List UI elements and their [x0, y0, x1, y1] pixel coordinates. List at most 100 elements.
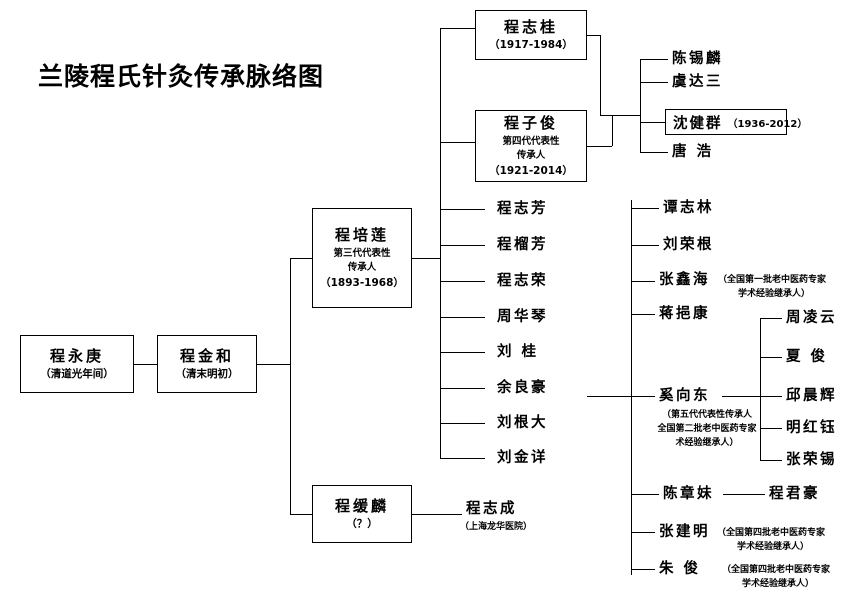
leaf-liu-gui[interactable]: 刘 桂	[497, 344, 539, 360]
leaf-zhu-jun[interactable]: 朱 俊	[659, 561, 701, 577]
leaf-ming-hongyu[interactable]: 明红钰	[786, 420, 837, 436]
connector-disciple-tanghao	[640, 152, 668, 153]
connector-bus-peilian	[290, 258, 312, 259]
node-box-cheng-peilian[interactable]: 程培莲 第三代代表性 传承人 （1893-1968）	[312, 208, 412, 308]
connector-xd-minghongyu	[760, 428, 782, 429]
connector-gen5-zhangxinhai	[631, 281, 655, 282]
connector-chenzhangmei-chengjunhao	[723, 494, 765, 495]
connector-peilian-bus	[412, 258, 440, 259]
note-zhu-jun-line1: （全国第四批老中医药专家	[722, 565, 831, 575]
connector-child-1	[440, 245, 485, 246]
connector-child-0	[440, 209, 485, 210]
connector-peilian-zhigui	[440, 28, 475, 29]
node-years: （1893-1968）	[320, 276, 404, 289]
leaf-zhang-xinhai[interactable]: 张鑫海	[659, 272, 710, 288]
connector-merge-disciplebus	[600, 115, 640, 116]
connector-gen5-chenzhangmei	[631, 494, 659, 495]
node-box-cheng-zijun[interactable]: 程子俊 第四代代表性 传承人 （1921-2014）	[475, 110, 587, 182]
leaf-tang-hao[interactable]: 唐 浩	[672, 144, 714, 160]
connector-gen1-gen2	[134, 364, 157, 365]
node-role-line2: 传承人	[347, 261, 377, 273]
leaf-zhou-huaqin[interactable]: 周华琴	[497, 309, 548, 325]
node-role-line2: 传承人	[516, 149, 546, 161]
leaf-cheng-zhifang[interactable]: 程志芳	[497, 201, 548, 217]
node-years: （1936-2012）	[727, 118, 808, 130]
bus-vertical-peilian	[440, 28, 441, 458]
node-name: 程培莲	[334, 226, 389, 245]
node-box-cheng-jinhe[interactable]: 程金和 （清末明初）	[157, 335, 257, 393]
connector-child-3	[440, 317, 485, 318]
connector-huanlin-zhicheng	[412, 514, 462, 515]
connector-gen2-bus	[257, 364, 290, 365]
leaf-zhang-jianming[interactable]: 张建明	[659, 524, 710, 540]
leaf-cheng-junhao[interactable]: 程君豪	[769, 486, 820, 502]
leaf-yu-dasan[interactable]: 虞达三	[672, 74, 723, 90]
leaf-tan-zhilin[interactable]: 谭志林	[663, 200, 714, 216]
connector-zijun-merge-lower	[587, 146, 612, 147]
connector-disciple-shenjianqun	[640, 122, 665, 123]
node-era: （？）	[346, 517, 378, 530]
leaf-zhou-lingyun[interactable]: 周凌云	[786, 310, 837, 326]
note-zhu-jun-line2: 学术经验继承人）	[742, 579, 815, 589]
bus-vertical-gen4-disciples	[640, 59, 641, 152]
node-era: （清道光年间）	[40, 367, 114, 380]
connector-peilian-zijun	[440, 142, 475, 143]
page-title: 兰陵程氏针灸传承脉络图	[38, 62, 325, 91]
node-years: （1917-1984）	[489, 38, 573, 51]
leaf-liu-rongen[interactable]: 刘荣根	[663, 237, 714, 253]
leaf-xia-jun[interactable]: 夏 俊	[786, 349, 828, 365]
leaf-cheng-zhirong[interactable]: 程志荣	[497, 273, 548, 289]
connector-gen5-zhangjianming	[631, 532, 655, 533]
node-box-cheng-zhigui[interactable]: 程志桂 （1917-1984）	[475, 10, 587, 60]
node-name: 程缓麟	[334, 497, 389, 516]
node-box-cheng-huanlin[interactable]: 程缓麟 （？）	[312, 485, 412, 543]
leaf-cheng-zhicheng[interactable]: 程志成	[466, 501, 517, 517]
node-name: 沈健群	[673, 115, 723, 132]
node-box-cheng-yonggeng[interactable]: 程永庚 （清道光年间）	[20, 335, 134, 393]
bus-vertical-gen5	[631, 200, 632, 575]
note-zhang-jianming-line2: 学术经验继承人）	[737, 542, 810, 552]
connector-xd-zhoulingyun	[760, 318, 782, 319]
leaf-xi-xiangdong[interactable]: 奚向东	[659, 388, 710, 404]
connector-child-7	[440, 458, 485, 459]
bus-vertical-gen2	[290, 258, 291, 514]
connector-gen5-zhujun	[631, 569, 655, 570]
node-name: 程子俊	[503, 114, 558, 133]
connector-gen5-jiangyikang	[631, 314, 655, 315]
leaf-zhang-rongxi[interactable]: 张荣锡	[786, 452, 837, 468]
leaf-chen-xilin[interactable]: 陈锡麟	[672, 51, 723, 67]
connector-xd-xiajun	[760, 357, 782, 358]
leaf-jiang-yikang[interactable]: 蒋挹康	[659, 306, 710, 322]
leaf-qiu-chenhui[interactable]: 邱晨辉	[786, 388, 837, 404]
note-zhang-jianming-line1: （全国第四批老中医药专家	[717, 528, 826, 538]
connector-disciple-chenxilin	[640, 59, 668, 60]
node-role-line1: 第三代代表性	[333, 248, 391, 260]
merge-vertical-gen4	[600, 35, 601, 115]
node-box-shen-jianqun[interactable]: 沈健群 （1936-2012）	[665, 109, 807, 135]
note-xi-xiangdong-line2: 全国第二批老中医药专家	[657, 424, 757, 434]
connector-zijun-gen5bus	[587, 396, 631, 397]
bus-vertical-xiangdong	[760, 318, 761, 460]
leaf-yu-lianghao[interactable]: 余良豪	[497, 380, 548, 396]
connector-bus-huanlin	[290, 514, 312, 515]
connector-child-5	[440, 388, 485, 389]
connector-child-4	[440, 352, 485, 353]
leaf-cheng-liufang[interactable]: 程榴芳	[497, 237, 548, 253]
note-zhang-xinhai-line1: （全国第一批老中医药专家	[718, 275, 827, 285]
connector-gen5-xixiangdong	[631, 396, 655, 397]
node-role-line1: 第四代代表性	[502, 136, 560, 148]
connector-gen5-liurongen	[631, 245, 659, 246]
leaf-liu-jinxiang[interactable]: 刘金详	[497, 450, 548, 466]
note-zhang-xinhai-line2: 学术经验继承人）	[738, 289, 811, 299]
connector-xiangdong-bus	[722, 396, 760, 397]
node-era: （清末明初）	[175, 367, 239, 380]
leaf-liu-genda[interactable]: 刘根大	[497, 415, 548, 431]
node-name: 程永庚	[49, 347, 104, 366]
node-years: （1921-2014）	[489, 164, 573, 177]
connector-child-6	[440, 423, 485, 424]
leaf-chen-zhangmei[interactable]: 陈章妹	[663, 486, 714, 502]
node-name: 程金和	[179, 347, 234, 366]
connector-xd-zhangrongxi	[760, 460, 782, 461]
connector-gen5-tanzhilin	[631, 208, 659, 209]
